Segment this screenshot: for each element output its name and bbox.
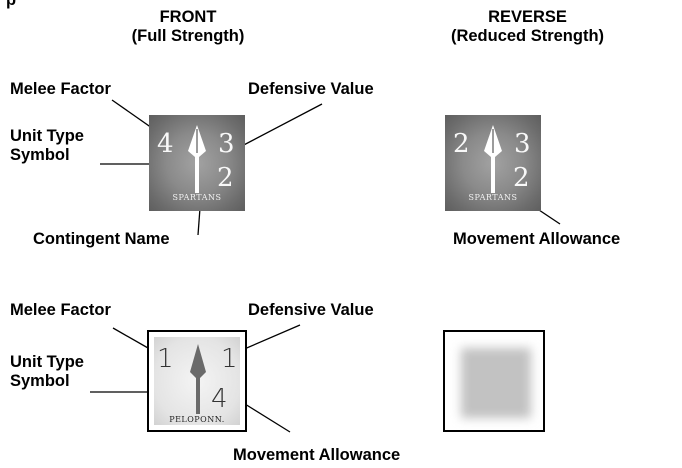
leader-defense-bottom — [241, 324, 301, 351]
contingent-name-text: SPARTANS — [468, 193, 518, 202]
label-melee-factor-bottom: Melee Factor — [10, 301, 111, 319]
contingent-name-text: SPARTANS — [172, 193, 222, 202]
counter-spartans-reverse: 2 3 2 SPARTANS — [445, 115, 541, 211]
movement-allowance-value: 2 — [217, 163, 234, 193]
spear-icon — [190, 344, 206, 414]
front-subtitle: (Full Strength) — [131, 27, 245, 45]
movement-allowance-value: 4 — [211, 384, 228, 414]
label-unit-type-top: Unit Type Symbol — [10, 127, 84, 165]
melee-factor-value: 1 — [157, 344, 174, 374]
melee-factor-value: 2 — [453, 129, 470, 159]
label-unit-type-line1: Unit Type — [10, 127, 84, 145]
cutoff-heading: p — [6, 0, 17, 9]
spear-icon — [188, 125, 206, 193]
label-defensive-value-top: Defensive Value — [248, 80, 374, 98]
spear-icon — [484, 125, 502, 193]
counter-peloponn-reverse — [443, 330, 545, 432]
blank-counter-face — [461, 348, 531, 418]
reverse-subtitle: (Reduced Strength) — [450, 27, 605, 45]
label-unit-type-line2: Symbol — [10, 146, 70, 164]
label-melee-factor-top: Melee Factor — [10, 80, 111, 98]
front-header: FRONT (Full Strength) — [118, 8, 258, 46]
defensive-value: 3 — [514, 129, 531, 159]
contingent-name-text: PELOPONN. — [169, 415, 225, 424]
movement-allowance-value: 2 — [513, 163, 530, 193]
melee-factor-value: 4 — [157, 129, 174, 159]
counter-peloponn-front: 1 1 4 PELOPONN. — [147, 330, 247, 432]
reverse-title: REVERSE — [488, 8, 567, 26]
defensive-value: 3 — [218, 129, 235, 159]
defensive-value: 1 — [221, 344, 238, 374]
label-defensive-value-bottom: Defensive Value — [248, 301, 374, 319]
leader-contingent-top — [197, 207, 201, 236]
front-title: FRONT — [159, 8, 217, 26]
label-contingent-name: Contingent Name — [33, 230, 170, 248]
label-unit-type-line1: Unit Type — [10, 353, 84, 371]
leader-movement-bottom — [244, 403, 291, 433]
label-unit-type-line2: Symbol — [10, 372, 70, 390]
leader-defense-top — [237, 103, 323, 149]
reverse-header: REVERSE (Reduced Strength) — [440, 8, 615, 46]
label-unit-type-bottom: Unit Type Symbol — [10, 353, 84, 391]
counter-spartans-front: 4 3 2 SPARTANS — [149, 115, 245, 211]
label-movement-allowance-top: Movement Allowance — [453, 230, 621, 248]
label-movement-allowance-bottom: Movement Allowance — [233, 446, 401, 464]
